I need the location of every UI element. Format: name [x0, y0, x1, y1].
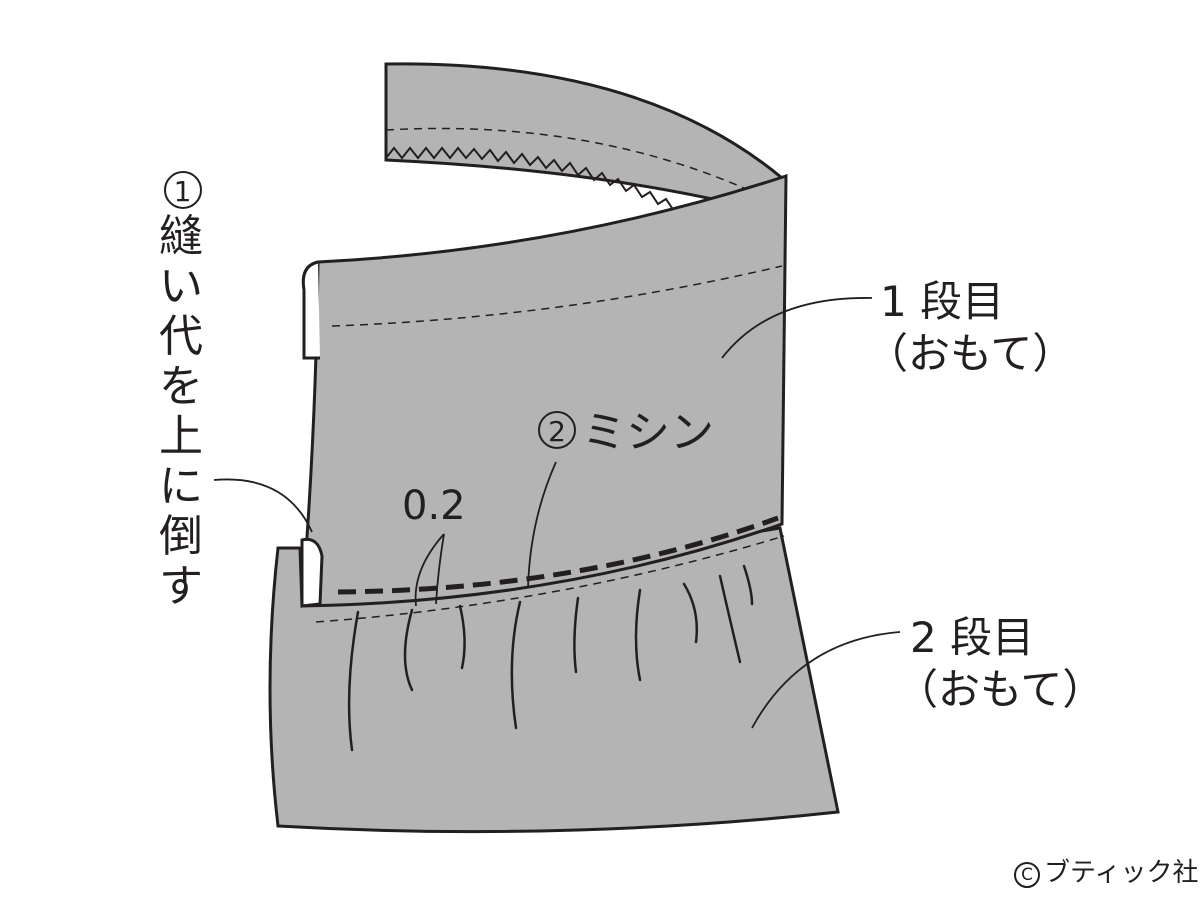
tier2-stitch-line [315, 535, 785, 623]
step1-char: 上 [159, 411, 203, 462]
leader-step1 [213, 478, 313, 533]
tier1-top-stitch [331, 265, 783, 327]
step1-char: を [159, 361, 203, 412]
tier1-back-band [384, 62, 785, 212]
leader-tier1 [721, 297, 873, 359]
seam-allowance-bottom [300, 537, 324, 608]
step1-label: 1 縫 い 代 を 上 に 倒 す [158, 162, 204, 612]
tier2-fabric [268, 526, 840, 834]
step1-number-badge: 1 [163, 171, 202, 209]
leader-tier2 [751, 631, 901, 729]
tier1-label: 1 段目 （おもて） [866, 276, 1074, 380]
step1-char: 倒 [159, 511, 203, 562]
leader-step2 [527, 461, 557, 589]
leader-dimension [414, 533, 445, 607]
dimension-label: 0.2 [402, 483, 466, 529]
leader-lines [213, 297, 901, 729]
tier1-title: 1 段目 [880, 277, 1005, 326]
step1-char: 代 [159, 311, 203, 362]
step2-text: ミシン [582, 407, 714, 458]
leader-dimension-2 [435, 533, 445, 605]
tier2-title: 2 段目 [910, 613, 1035, 662]
tier2-label: 2 段目 （おもて） [896, 612, 1104, 716]
tier2-side: （おもて） [896, 665, 1105, 714]
credit-text: ブティック社 [1044, 858, 1199, 888]
step1-char: に [159, 461, 203, 512]
step1-char: す [159, 561, 203, 612]
machine-stitch-line [337, 515, 779, 595]
tier1-side: （おもて） [866, 329, 1075, 378]
tier1-fabric [300, 173, 788, 608]
gather-lines [347, 564, 754, 752]
back-band-stitch [385, 127, 771, 201]
step1-char: い [159, 261, 203, 312]
copyright-icon: C [1014, 862, 1040, 888]
step1-char: 縫 [159, 211, 203, 262]
step2-number-badge: 2 [538, 411, 576, 449]
seam-allowance-top [301, 260, 320, 360]
